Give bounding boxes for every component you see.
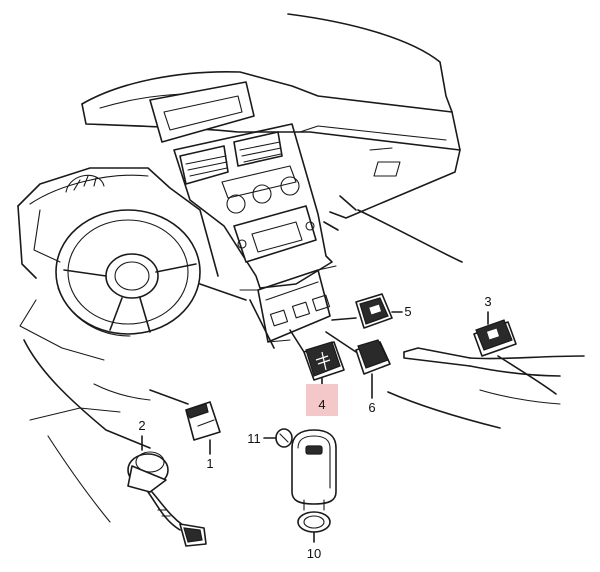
part-1-switch (149, 389, 221, 455)
part-11-cap (263, 428, 293, 448)
part-4-switch (289, 329, 345, 393)
label-part-2: 2 (138, 418, 145, 433)
center-console (173, 123, 337, 349)
label-part-5: 5 (404, 304, 411, 319)
label-part-11: 11 (247, 431, 261, 446)
door-trim-lines (23, 339, 151, 523)
steering-wheel (19, 209, 201, 361)
label-part-10: 10 (307, 546, 321, 561)
label-part-1: 1 (206, 456, 213, 471)
part-6-cover (325, 331, 391, 399)
instrument-cluster (17, 167, 357, 301)
label-part-3: 3 (484, 294, 491, 309)
part-2-connector (127, 435, 207, 547)
label-part-4: 4 (318, 397, 325, 412)
display-hood (149, 81, 255, 143)
part-10-key (291, 429, 337, 543)
right-door-trim (387, 347, 585, 429)
label-part-6: 6 (368, 400, 375, 415)
part-4-highlight (306, 384, 338, 416)
dashboard-outline (81, 13, 463, 263)
part-5-switch (331, 293, 403, 329)
part-3-switch (473, 311, 517, 357)
